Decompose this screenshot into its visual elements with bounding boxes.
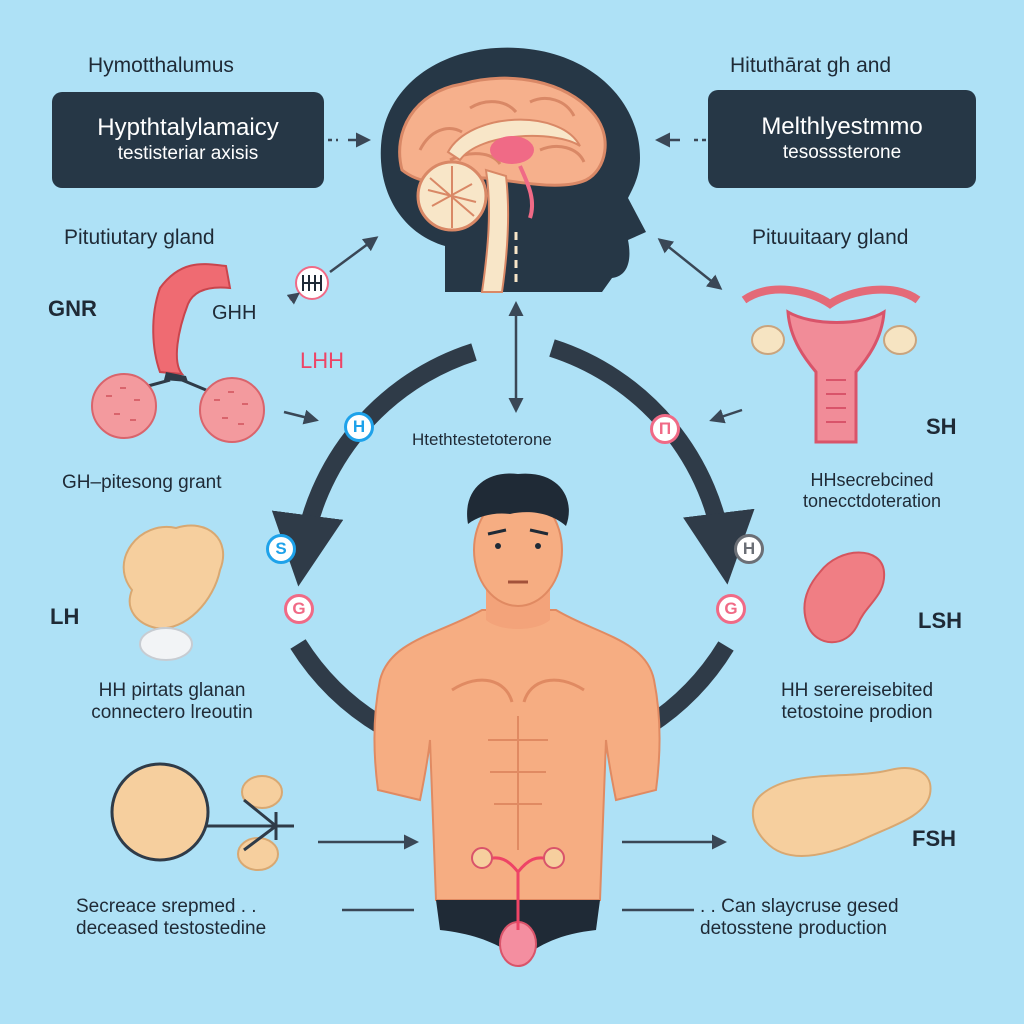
caption-hh-sererei-line2: tetostoine prodion: [781, 701, 933, 723]
reproductive-tract: [479, 856, 557, 930]
badge-pi-right: Π: [650, 414, 680, 444]
ghh-label: GHH: [212, 302, 257, 324]
caption-hh-pirtats: HH pirtats glanan connectero lreoutin: [56, 680, 288, 724]
cycle-arc-bottom-right: [643, 641, 734, 734]
pituitary-gland-left-label: Pitutiutary gland: [64, 226, 215, 249]
caption-hh-pirtats-line1: HH pirtats glanan: [98, 680, 246, 701]
sh-label: SH: [926, 414, 957, 439]
hpt-axis-box-line1: Hypthtalylamaicy: [97, 114, 279, 142]
top-arrows: [283, 132, 743, 912]
pink-tube: [152, 263, 232, 376]
pituitary-top-title: Hituthārat gh and: [730, 54, 892, 77]
pituitary-gland-right-label: Pituuitaary gland: [752, 226, 909, 249]
caption-hh-secrebcined-line2: tonecctdoteration: [802, 490, 942, 511]
man-chest: [451, 678, 585, 703]
lhh-label: LHH: [300, 348, 345, 373]
hypothalamus-region: [490, 136, 534, 164]
badge-h-left: H: [344, 412, 374, 442]
cycle-arc-top-right: [549, 339, 755, 585]
brain-corpus: [446, 118, 581, 162]
methyltestosterone-box: Melthlyestmmo tesosssterone: [708, 90, 976, 188]
caption-secreace-line2: deceased testostedine: [76, 917, 267, 939]
uterus-illustration: [741, 285, 921, 444]
man-eyebrows: [487, 528, 549, 536]
caption-hh-secrebcined-line1: HHsecrebcined: [810, 470, 934, 490]
man-figure: [373, 473, 661, 967]
small-hormone-marker: [286, 266, 329, 305]
caption-can: . . Can slaycruse gesed detosstene produ…: [700, 896, 970, 940]
gnr-label: GNR: [48, 296, 97, 321]
caption-hh-sererei: HH serereisebited tetostoine prodion: [744, 680, 970, 724]
badge-g-left: G: [284, 594, 314, 624]
caption-secreace: Secreace srepmed . . deceased testostedi…: [76, 896, 342, 940]
hypothalamus-title: Hymotthalumus: [88, 54, 234, 77]
badge-s-left: S: [266, 534, 296, 564]
caption-hh-pirtats-line2: connectero lreoutin: [91, 701, 253, 723]
ovary-left: [751, 325, 785, 355]
caption-gh-pitesong: GH–pitesong grant: [62, 472, 222, 493]
arrow-up-to-brain: [329, 236, 379, 274]
man-abs: [488, 716, 548, 850]
caption-can-line1: . . Can slaycruse gesed: [700, 896, 899, 917]
pill-icon: [139, 627, 193, 661]
brain-folds: [418, 97, 586, 165]
hpt-axis-box: Hypthtalylamaicy testisteriar axisis: [52, 92, 324, 188]
cycle-arc-top-left: [271, 343, 477, 587]
caption-hh-secrebcined: HHsecrebcined tonecctdoteration: [774, 470, 970, 511]
caption-secreace-line1: Secreace srepmed . .: [76, 896, 257, 917]
arrow-brain-to-uterus: [657, 238, 723, 290]
gland-left: [91, 373, 157, 439]
methyltestosterone-box-line1: Melthlyestmmo: [761, 113, 923, 141]
cycle-arc-bottom-left: [290, 639, 387, 734]
peanut-organ-left: [122, 524, 225, 630]
ovary-right: [883, 325, 917, 355]
lh-label: LH: [50, 604, 80, 629]
brain-stem: [480, 168, 510, 293]
caption-can-line2: detosstene production: [700, 917, 887, 939]
arrow-right-mid: [709, 408, 743, 424]
testes-illustration: [110, 762, 294, 871]
arrow-left-mid: [283, 409, 319, 425]
lsh-label: LSH: [918, 608, 962, 633]
fsh-label: FSH: [912, 826, 956, 851]
badge-h-right: H: [734, 534, 764, 564]
cerebellum-folds: [427, 166, 477, 228]
pituitary-stalk: [518, 165, 535, 219]
pancreas-organ-right: [751, 767, 932, 857]
kidney-organ-right: [803, 551, 886, 644]
hpt-axis-box-line2: testisteriar axisis: [117, 143, 259, 164]
badge-g-right: G: [716, 594, 746, 624]
gland-right: [199, 377, 265, 443]
gland-tube-illustration: [91, 263, 265, 443]
caption-hh-sererei-line1: HH serereisebited: [780, 680, 934, 701]
head-brain-illustration: [380, 47, 646, 293]
man-hair: [467, 473, 569, 526]
methyltestosterone-box-line2: tesosssterone: [782, 142, 902, 163]
testosterone-center-label: Htethtestetoterone: [412, 430, 552, 449]
